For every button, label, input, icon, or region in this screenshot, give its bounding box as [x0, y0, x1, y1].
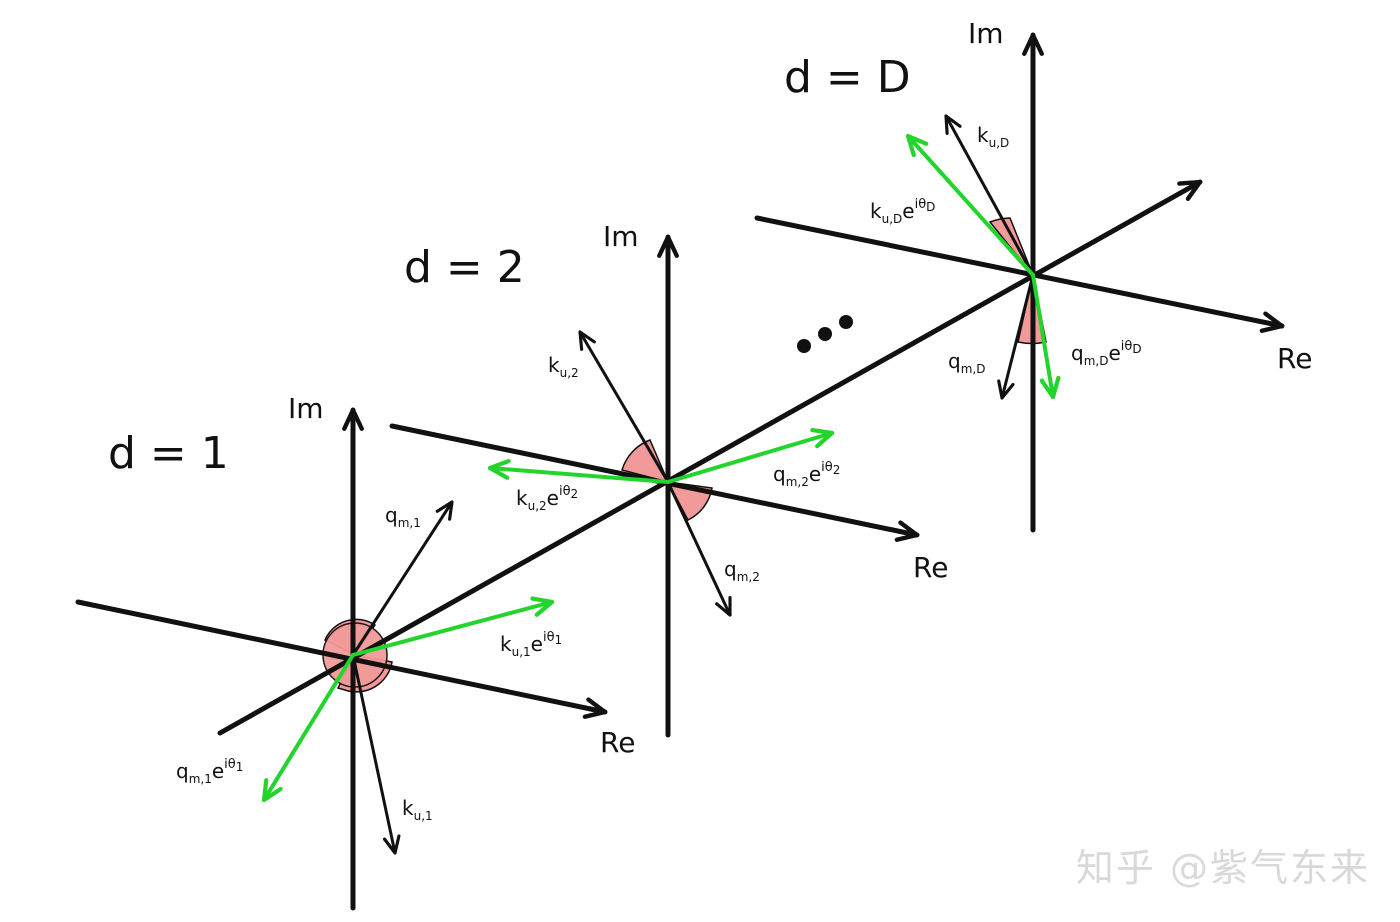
im-label-dD: Im [968, 17, 1004, 50]
im-label-d2: Im [603, 220, 639, 253]
watermark: 知乎 @紫气东来 [1075, 846, 1370, 890]
label-d2: d = 2 [404, 242, 525, 293]
label-k-uD-rotated: ku,DeiθD [870, 197, 935, 226]
vector-k-uD-rotated [905, 133, 1035, 277]
re-axis-d1 [75, 599, 608, 719]
re-label-d1: Re [600, 726, 635, 759]
vector-k-u2 [578, 330, 670, 484]
plane-dD [754, 32, 1285, 533]
re-axis-dD [754, 215, 1285, 333]
plane-d2 [389, 234, 920, 738]
angle-wedge-d2-k [621, 439, 670, 484]
vector-q-m2-rotated [666, 428, 835, 484]
ellipsis-dots [797, 315, 853, 353]
im-label-d1: Im [288, 392, 324, 425]
label-k-uD: ku,D [977, 123, 1009, 150]
label-dD: d = D [784, 52, 911, 103]
vector-k-u2-rotated [487, 458, 670, 484]
label-q-m2: qm,2 [724, 557, 760, 584]
vector-q-mD-rotated [1031, 273, 1061, 400]
re-label-dD: Re [1277, 342, 1312, 375]
label-k-u2-rotated: ku,2eiθ2 [516, 484, 578, 513]
label-k-u2: ku,2 [548, 353, 579, 380]
re-label-d2: Re [913, 551, 948, 584]
label-k-u1-rotated: ku,1eiθ1 [500, 630, 562, 659]
vector-q-m2 [666, 480, 732, 617]
label-q-m2-rotated: qm,2eiθ2 [773, 460, 840, 489]
vector-q-mD [997, 273, 1035, 400]
vector-q-m1-rotated [261, 653, 355, 803]
label-k-u1: ku,1 [402, 796, 433, 823]
vector-q-m1 [351, 500, 454, 657]
vector-k-uD [944, 114, 1035, 277]
vector-k-u1-rotated [351, 596, 555, 657]
plane-d1 [75, 407, 608, 911]
vector-k-u1 [351, 653, 401, 855]
label-q-mD-rotated: qm,DeiθD [1071, 339, 1142, 368]
label-d1: d = 1 [108, 428, 229, 479]
label-q-m1: qm,1 [385, 503, 421, 530]
label-q-mD: qm,D [948, 349, 985, 376]
label-q-m1-rotated: qm,1eiθ1 [176, 757, 243, 786]
